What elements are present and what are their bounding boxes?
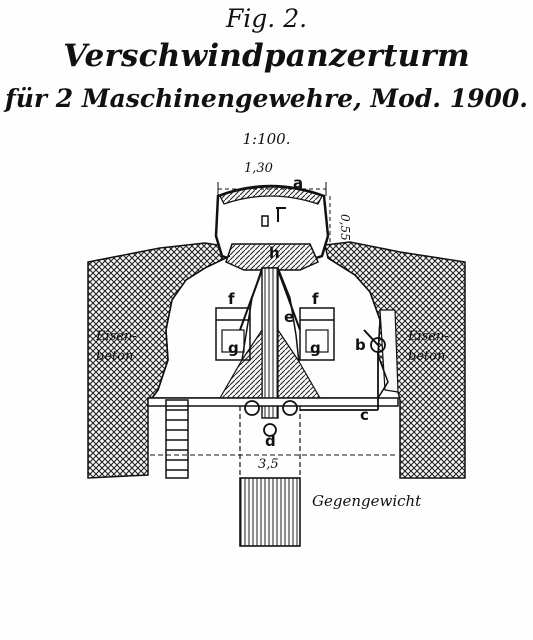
floor-slab [147,397,399,407]
dim-top-width-label: 1,30 [244,161,273,176]
cupola-roof-armor [219,186,323,205]
shaft-base [218,328,263,399]
label-d: d [265,432,276,450]
pulley-left [244,400,260,416]
dim-base-width-label: 3,5 [258,457,279,472]
counterweight-label: Gegengewicht [312,492,422,510]
label-g-left: g [228,339,239,357]
lever-arm [363,329,379,346]
label-a: a [293,174,303,192]
pulley-right [282,400,298,416]
figure-title: Verschwindpanzerturm [63,38,470,74]
label-f-left: f [228,290,235,308]
label-f-right: f [312,290,319,308]
figure-number: Fig. 2. [225,4,308,33]
beton-right-line2: beton [408,349,445,364]
armor-collar [225,243,319,271]
beton-left-line1: Eisen- [95,329,137,344]
right-ammo-box-frame [299,307,335,361]
dim-height-label: 0,55 [338,214,352,241]
gun-sight [261,215,269,227]
right-ammo-box [305,329,329,353]
label-g-right: g [310,339,321,357]
label-e: e [284,308,294,326]
central-shaft [261,267,279,419]
label-h: h [269,244,280,262]
left-ammo-box-frame [215,307,251,361]
beton-right-line1: Eisen- [407,329,449,344]
ladder [165,399,189,479]
gun-embrasure [276,207,286,222]
label-b: b [355,336,366,354]
beton-left-line2: beton [96,349,133,364]
figure-scale: 1:100. [242,130,291,148]
ladder-rungs [166,409,188,471]
column-strut-right [277,269,301,331]
figure-subtitle: für 2 Maschinengewehre, Mod. 1900. [5,84,528,113]
counterweight [239,477,301,547]
left-ammo-box [221,329,245,353]
pulley-center [263,423,277,437]
label-c: c [360,406,369,424]
